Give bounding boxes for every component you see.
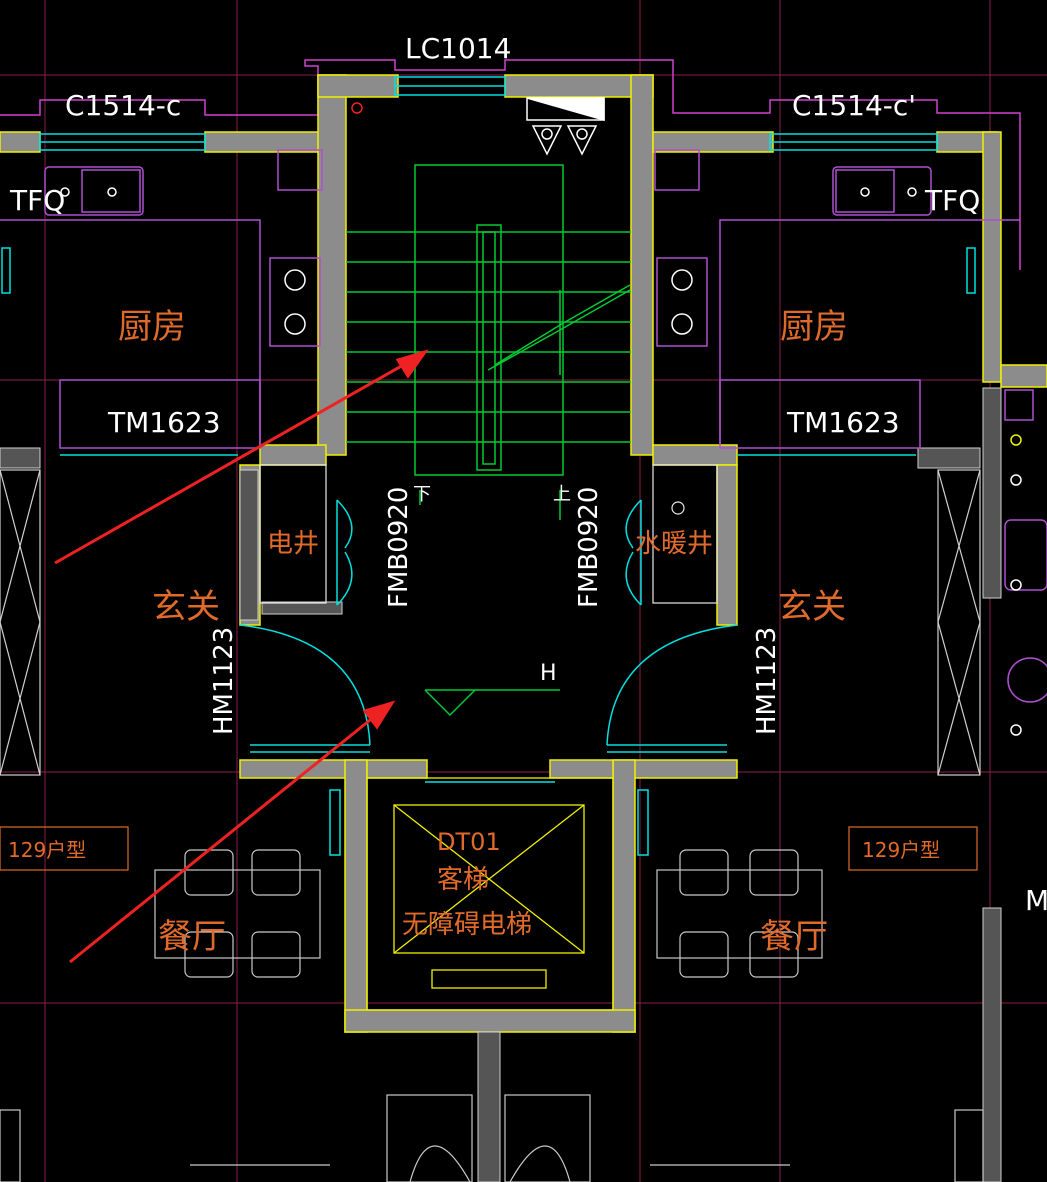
label-dining-right: 餐厅 — [760, 917, 828, 957]
label-dining-left: 餐厅 — [158, 917, 226, 957]
kitchen-fixtures — [0, 149, 1034, 449]
label-window-right: C1514-c' — [792, 89, 916, 122]
label-door-hm-left: HM1123 — [209, 627, 239, 735]
hatched-walls — [0, 387, 1002, 1182]
stove-burners — [60, 187, 917, 335]
bottom-furniture — [0, 1094, 984, 1182]
outer-outline — [0, 59, 1021, 270]
label-fire-door-left: FMB0920 — [384, 487, 414, 608]
dining-furniture — [154, 849, 823, 978]
walls — [0, 74, 1047, 1033]
unit-boxes — [0, 826, 978, 871]
label-door-tm-left: TM1623 — [107, 406, 221, 439]
fire-doors — [336, 499, 642, 606]
label-unit-right: 129户型 — [862, 838, 940, 862]
label-tfq-right: TFQ — [924, 184, 980, 217]
stair-treads — [346, 231, 631, 443]
label-elevator-type: 客梯 — [437, 865, 489, 895]
level-marker — [424, 689, 560, 717]
elevator — [366, 777, 614, 1011]
label-water-shaft: 水暖井 — [635, 529, 713, 559]
label-foyer-left: 玄关 — [152, 587, 220, 627]
label-elevator-desc: 无障碍电梯 — [402, 910, 532, 940]
label-stair-down: 下 — [413, 484, 431, 505]
label-tfq-left: TFQ — [9, 184, 65, 217]
label-door-tm-right: TM1623 — [786, 406, 900, 439]
label-fire-door-right: FMB0920 — [574, 487, 604, 608]
bathroom-fixtures — [1004, 434, 1047, 736]
wardrobes — [0, 469, 981, 776]
label-window-left: C1514-c — [65, 89, 181, 122]
label-window-top: LC1014 — [405, 32, 511, 65]
label-stair-up: 上 — [553, 484, 571, 505]
staircase — [346, 164, 631, 520]
label-foyer-right: 玄关 — [778, 587, 846, 627]
label-unit-left: 129户型 — [8, 838, 86, 862]
label-kitchen-right: 厨房 — [780, 307, 848, 347]
label-door-hm-right: HM1123 — [752, 627, 782, 735]
label-level-mark: H — [540, 661, 557, 686]
shafts — [259, 464, 718, 604]
annotation-arrows — [54, 349, 429, 964]
label-kitchen-left: 厨房 — [118, 307, 186, 347]
top-equipment — [351, 97, 605, 156]
windows — [1, 76, 976, 856]
label-elevator-code: DT01 — [437, 828, 501, 856]
label-edge-right: M — [1025, 884, 1047, 917]
label-elec-shaft: 电井 — [267, 529, 319, 559]
entry-doors — [239, 624, 738, 753]
